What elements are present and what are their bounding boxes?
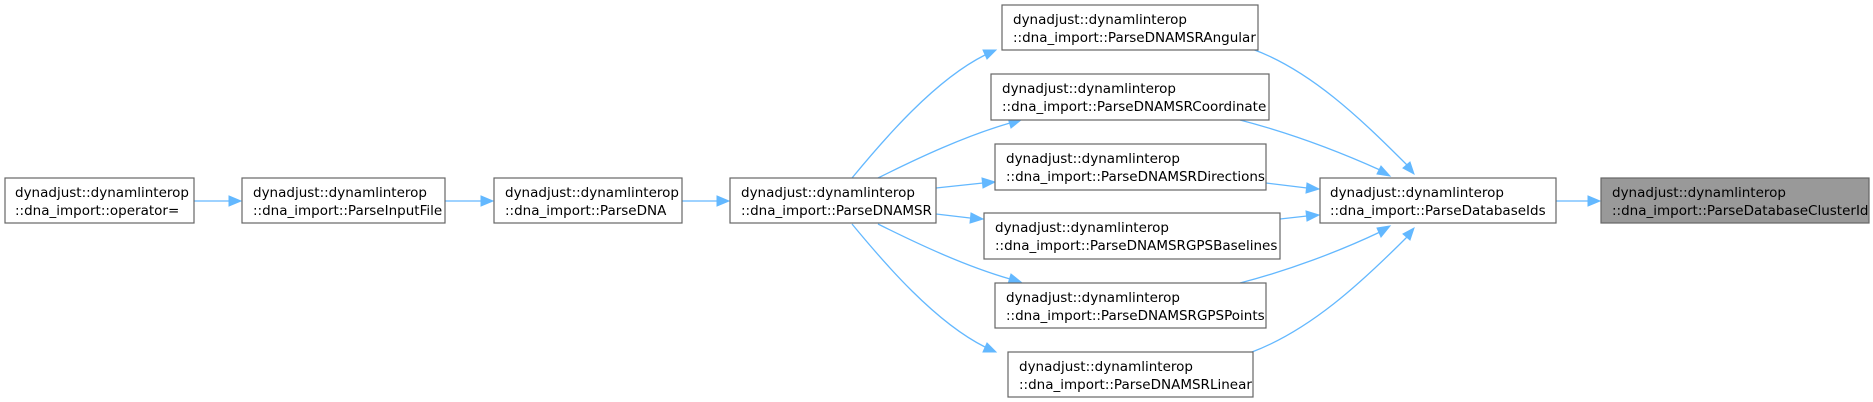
node-operator-assign[interactable]: dynadjust::dynamlinterop ::dna_import::o… <box>4 177 195 224</box>
node-line1: dynadjust::dynamlinterop <box>995 220 1169 236</box>
edge-msr-to-directions <box>935 177 997 189</box>
node-parse-dnamsr-angular[interactable]: dynadjust::dynamlinterop ::dna_import::P… <box>1001 4 1259 51</box>
node-parse-dnamsr-coordinate[interactable]: dynadjust::dynamlinterop ::dna_import::P… <box>990 73 1270 121</box>
node-parse-database-cluster-id[interactable]: dynadjust::dynamlinterop ::dna_import::P… <box>1600 177 1870 224</box>
node-line2: ::dna_import::ParseDNAMSRGPSBaselines <box>995 238 1277 254</box>
node-parse-dna[interactable]: dynadjust::dynamlinterop ::dna_import::P… <box>493 177 683 224</box>
edge-msr-to-angular <box>851 49 998 179</box>
node-line1: dynadjust::dynamlinterop <box>253 185 427 201</box>
node-line1: dynadjust::dynamlinterop <box>1612 185 1786 201</box>
edge-coordinate-to-dbids <box>1239 119 1392 177</box>
node-line2: ::dna_import::ParseDatabaseClusterId <box>1612 203 1869 219</box>
node-line1: dynadjust::dynamlinterop <box>1002 81 1176 97</box>
node-line2: ::dna_import::ParseDNA <box>505 203 667 219</box>
node-line1: dynadjust::dynamlinterop <box>1019 359 1193 375</box>
edge-gpsbaselines-to-dbids <box>1279 210 1321 222</box>
node-parse-input-file[interactable]: dynadjust::dynamlinterop ::dna_import::P… <box>241 177 446 224</box>
node-parse-dnamsr-directions[interactable]: dynadjust::dynamlinterop ::dna_import::P… <box>994 143 1267 191</box>
edge-dna-to-msr <box>682 195 731 207</box>
node-parse-dnamsr-gps-baselines[interactable]: dynadjust::dynamlinterop ::dna_import::P… <box>983 212 1281 260</box>
node-line1: dynadjust::dynamlinterop <box>1006 151 1180 167</box>
node-line2: ::dna_import::ParseDNAMSR <box>741 203 932 219</box>
node-parse-dnamsr-linear[interactable]: dynadjust::dynamlinterop ::dna_import::P… <box>1007 351 1254 398</box>
node-parse-dnamsr[interactable]: dynadjust::dynamlinterop ::dna_import::P… <box>729 177 937 224</box>
node-line2: ::dna_import::ParseDNAMSRDirections <box>1006 169 1265 185</box>
edge-linear-to-dbids <box>1251 226 1415 353</box>
node-line2: ::dna_import::ParseDNAMSRLinear <box>1019 377 1252 393</box>
node-line1: dynadjust::dynamlinterop <box>1013 12 1187 28</box>
node-line2: ::dna_import::ParseDNAMSRCoordinate <box>1002 99 1266 115</box>
node-line2: ::dna_import::ParseDatabaseIds <box>1330 203 1546 219</box>
node-line1: dynadjust::dynamlinterop <box>1006 290 1180 306</box>
edge-operator-to-inputfile <box>194 195 243 207</box>
node-parse-dnamsr-gps-points[interactable]: dynadjust::dynamlinterop ::dna_import::P… <box>994 282 1267 329</box>
edge-angular-to-dbids <box>1251 48 1415 176</box>
node-line1: dynadjust::dynamlinterop <box>15 185 189 201</box>
node-line1: dynadjust::dynamlinterop <box>741 185 915 201</box>
edge-gpspoints-to-dbids <box>1239 225 1392 284</box>
node-parse-database-ids[interactable]: dynadjust::dynamlinterop ::dna_import::P… <box>1319 177 1557 224</box>
node-line1: dynadjust::dynamlinterop <box>505 185 679 201</box>
node-line2: ::dna_import::operator= <box>15 203 179 219</box>
edge-directions-to-dbids <box>1265 182 1321 194</box>
node-line2: ::dna_import::ParseDNAMSRGPSPoints <box>1006 308 1265 324</box>
edge-msr-to-linear <box>851 223 998 353</box>
node-line1: dynadjust::dynamlinterop <box>1330 185 1504 201</box>
edge-dbids-to-clusterid <box>1556 195 1602 207</box>
edge-inputfile-to-dna <box>445 195 495 207</box>
node-line2: ::dna_import::ParseInputFile <box>253 203 442 219</box>
edge-msr-to-gpsbaselines <box>935 212 985 224</box>
node-line2: ::dna_import::ParseDNAMSRAngular <box>1013 30 1256 46</box>
